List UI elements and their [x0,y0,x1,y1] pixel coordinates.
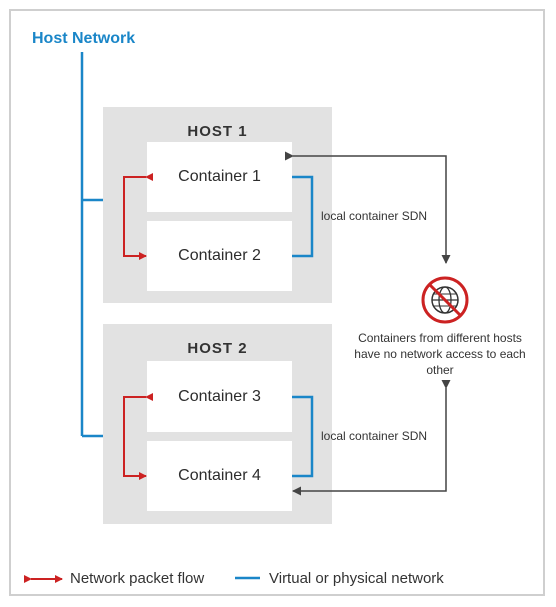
host-2-title: HOST 2 [187,340,248,357]
container-4: Container 4 [147,441,292,511]
host-1-title: HOST 1 [187,123,248,140]
host-network-title: Host Network [32,30,136,47]
inter-host-connectors [285,151,451,496]
no-network-globe-icon [421,276,469,324]
diagram-frame [9,9,545,596]
host-network-lines [80,52,103,438]
local-sdn-brackets [292,175,314,478]
packet-flow-arrows [123,173,153,480]
legend-network-label: Virtual or physical network [269,570,444,587]
container-2: Container 2 [147,221,292,291]
container-1: Container 1 [147,142,292,212]
container-3: Container 3 [147,361,292,432]
legend-packet-flow-label: Network packet flow [70,570,205,587]
isolation-note: Containers from different hosts have no … [354,331,526,377]
